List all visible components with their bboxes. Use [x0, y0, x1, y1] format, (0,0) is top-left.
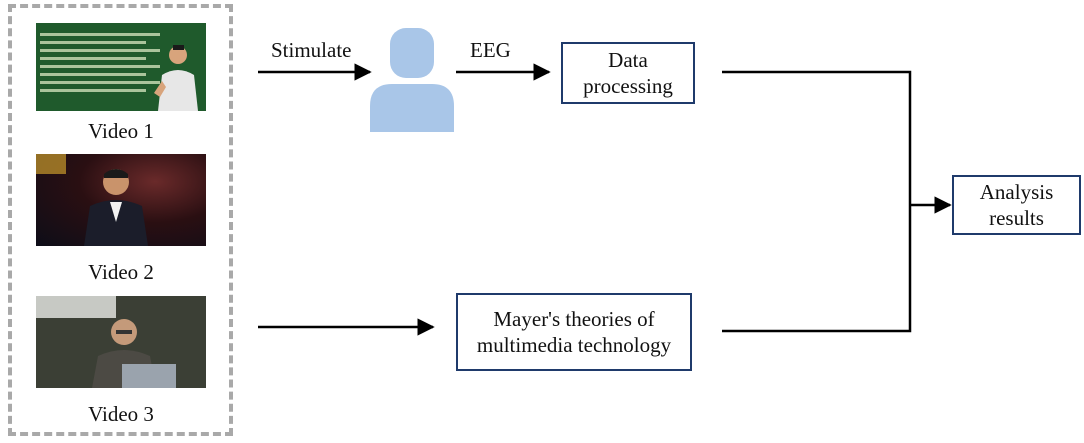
analysis-results-box: Analysis results — [952, 175, 1081, 235]
video-3-caption: Video 3 — [88, 402, 154, 426]
video-3-thumbnail — [36, 296, 206, 388]
mayer-theories-label: Mayer's theories of multimedia technolog… — [476, 307, 672, 357]
video-2-caption: Video 2 — [88, 260, 154, 284]
mayer-theories-box: Mayer's theories of multimedia technolog… — [456, 293, 692, 371]
person-icon — [370, 28, 454, 132]
video-1-thumbnail — [36, 23, 206, 111]
analysis-results-label: Analysis results — [979, 180, 1054, 230]
video-1-caption: Video 1 — [88, 119, 154, 143]
merge-bracket — [722, 70, 912, 333]
data-processing-label: Data processing — [583, 48, 673, 98]
data-processing-box: Data processing — [561, 42, 695, 104]
stimulate-label: Stimulate — [271, 38, 352, 62]
eeg-label: EEG — [470, 38, 511, 62]
video-group-box — [8, 4, 233, 436]
video-2-thumbnail — [36, 154, 206, 246]
